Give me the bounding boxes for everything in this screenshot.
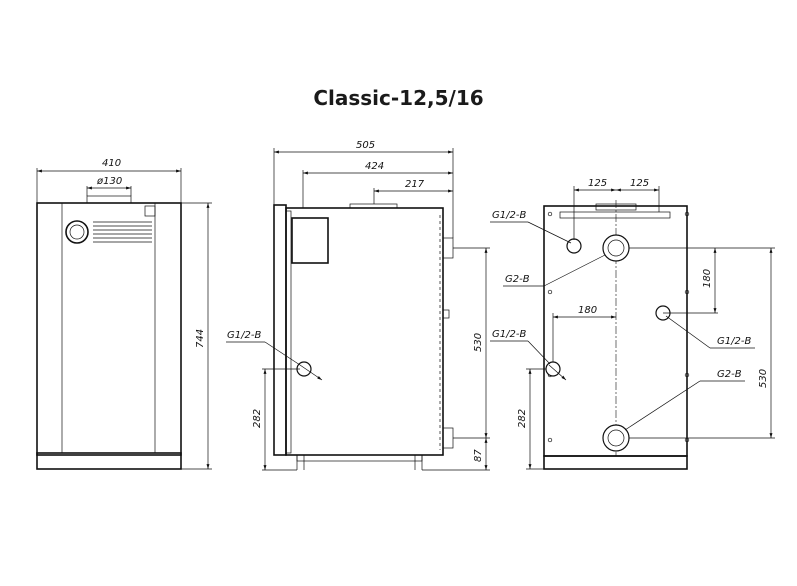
rear-outlet-g2-icon (602, 234, 630, 262)
side-flue-top (349, 203, 398, 209)
rear-right-pipe-label: G1/2-B (717, 336, 751, 347)
rear-top-left-pipe-label: G1/2-B (492, 210, 526, 221)
front-flue-collar (86, 195, 132, 204)
side-217-label: 217 (405, 179, 425, 190)
front-body-outline (36, 202, 182, 456)
rear-g2-bottom-label: G2-B (717, 369, 742, 380)
rear-top-left-pipe-icon (566, 238, 582, 254)
front-view: 410 ø130 744 (36, 158, 212, 470)
drawing-title: Classic-12,5/16 (313, 86, 484, 110)
side-window-panel (291, 217, 329, 264)
rear-bottom-left-pipe-label: G1/2-B (492, 329, 526, 340)
rear-180-v-label: 180 (702, 269, 713, 288)
side-view: G1/2-B 505 424 217 282 530 87 (226, 140, 490, 471)
side-282-label: 282 (252, 409, 263, 428)
side-530-label: 530 (473, 333, 484, 352)
rear-g2-top-label: G2-B (505, 274, 530, 285)
front-flue-label: ø130 (96, 176, 122, 187)
front-width-label: 410 (102, 158, 121, 169)
rear-view: 125 125 180 180 530 282 G1/2-B G2-B G1/2… (490, 178, 775, 470)
front-height-label: 744 (195, 329, 206, 348)
side-87-label: 87 (473, 449, 484, 462)
rear-125-left-label: 125 (588, 178, 607, 189)
side-424-label: 424 (365, 161, 384, 172)
rear-530-label: 530 (758, 369, 769, 388)
rear-282-label: 282 (517, 409, 528, 428)
rear-base (543, 455, 688, 470)
side-body-outline (285, 207, 444, 456)
side-inlet-stub (442, 427, 454, 449)
rear-bottom-left-pipe-icon (545, 361, 561, 377)
front-base (36, 452, 182, 470)
vent-grille (93, 221, 152, 243)
side-outlet-stub (442, 237, 454, 259)
rear-125-right-label: 125 (630, 178, 649, 189)
side-depth-label: 505 (356, 140, 375, 151)
rear-inlet-g2-icon (602, 424, 630, 452)
viewing-window-icon (65, 220, 89, 244)
side-door (273, 204, 287, 456)
side-pipe-label: G1/2-B (227, 330, 261, 341)
rear-180-h-label: 180 (578, 305, 597, 316)
